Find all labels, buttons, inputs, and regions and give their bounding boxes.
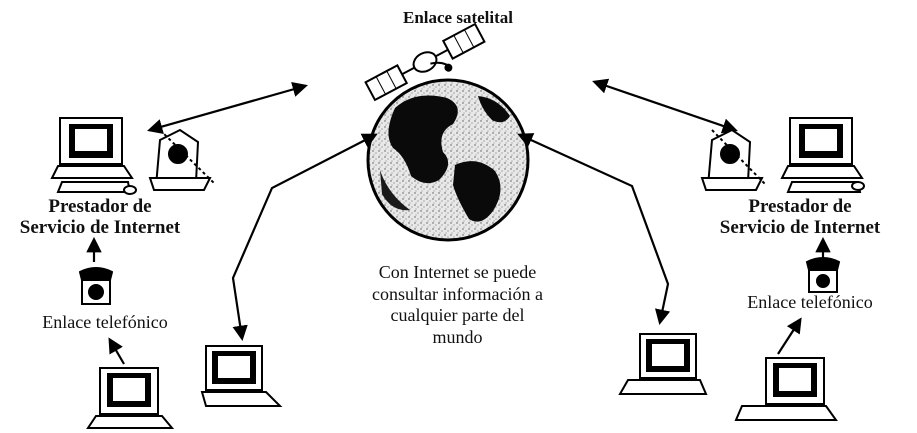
center-caption-line-2: consultar información a bbox=[372, 283, 543, 304]
phone-link-left-label: Enlace telefónico bbox=[42, 312, 168, 332]
isp-right-label: Prestador de Servicio de Internet bbox=[690, 196, 910, 239]
isp-left-label: Prestador de Servicio de Internet bbox=[0, 196, 200, 239]
arrow-left-isp-satellite bbox=[147, 81, 308, 135]
center-caption-line-4: mundo bbox=[432, 326, 483, 347]
center-caption: Con Internet se puede consultar informac… bbox=[330, 262, 585, 348]
arrow-globe-left-computer bbox=[231, 133, 378, 342]
arrow-right-isp-satellite bbox=[592, 78, 738, 134]
arrow-right-computer-to-phone bbox=[777, 317, 802, 355]
arrow-globe-right-computer bbox=[517, 133, 671, 326]
connection-arrows bbox=[86, 78, 831, 365]
computer-bottom-right-icon bbox=[734, 357, 838, 421]
satellite-link-label: Enlace satelital bbox=[402, 8, 513, 27]
center-caption-line-1: Con Internet se puede bbox=[378, 262, 537, 282]
isp-right-label-line-1: Prestador de bbox=[748, 196, 852, 217]
phone-link-right-label: Enlace telefónico bbox=[747, 292, 873, 312]
isp-right-computer-icon bbox=[780, 117, 865, 193]
isp-left-label-line-2: Servicio de Internet bbox=[19, 217, 181, 239]
isp-left-server-icon bbox=[148, 128, 216, 191]
computer-bottom-left-icon bbox=[86, 367, 175, 429]
globe-icon bbox=[366, 78, 530, 242]
center-caption-line-3: cualquier parte del bbox=[390, 305, 525, 326]
isp-right-server-icon bbox=[700, 128, 766, 191]
computer-middle-left-icon bbox=[200, 345, 283, 407]
satellite-icon bbox=[364, 22, 486, 102]
telephone-right-icon bbox=[805, 257, 841, 293]
isp-left-computer-icon bbox=[50, 117, 137, 195]
isp-right-label-line-2: Servicio de Internet bbox=[719, 217, 881, 239]
arrow-left-computer-to-phone bbox=[108, 337, 125, 365]
computer-middle-right-icon bbox=[618, 333, 708, 395]
isp-left-label-line-1: Prestador de bbox=[48, 196, 152, 217]
telephone-left-icon bbox=[78, 267, 114, 305]
